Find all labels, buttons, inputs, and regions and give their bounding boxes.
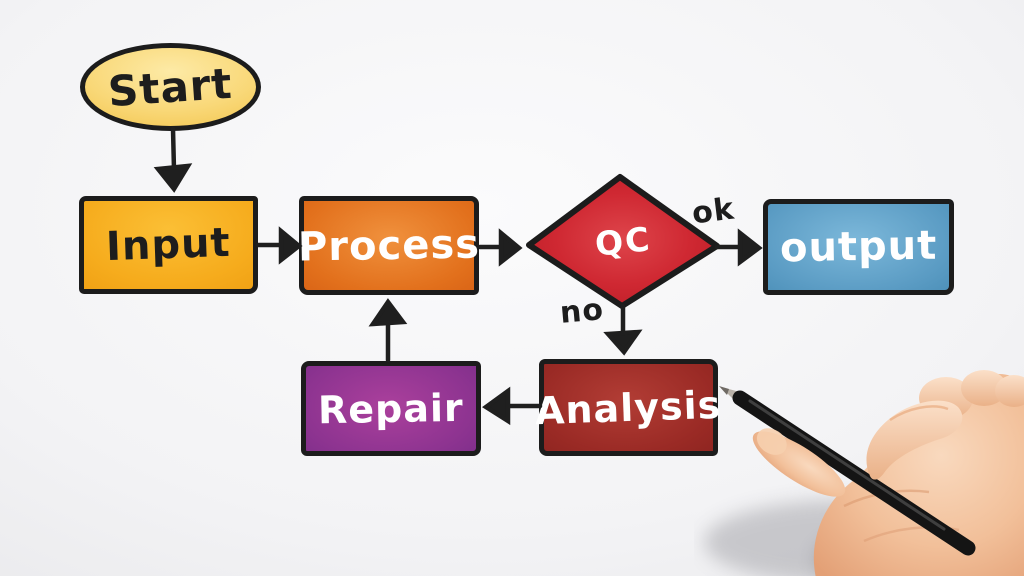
index-finger [866, 400, 963, 480]
hand-pen-illustration [704, 370, 1024, 576]
node-analysis: Analysis [535, 359, 722, 456]
node-qc-decision: QC [525, 173, 721, 310]
node-start: Start [80, 43, 261, 131]
arrowhead-down-icon [153, 163, 193, 193]
hand-holding-pen [694, 346, 1024, 576]
arrowhead-down-icon [603, 329, 643, 356]
pen [719, 386, 976, 556]
node-process-label: Process [297, 220, 481, 271]
node-output-label: output [779, 222, 938, 272]
node-qc-label: QC [592, 219, 654, 264]
node-repair: Repair [301, 361, 481, 456]
edge-qc-output [714, 228, 763, 267]
node-output: output [763, 199, 954, 295]
arrowhead-right-icon [498, 228, 523, 267]
node-repair-label: Repair [317, 385, 465, 432]
edge-label-ok: ok [690, 191, 737, 232]
edge-analysis-repair [482, 386, 543, 426]
edge-process-qc [477, 228, 523, 267]
pen-tip [721, 387, 744, 405]
node-process: Process [297, 196, 481, 295]
node-input: Input [79, 196, 258, 294]
arrowhead-right-icon [737, 228, 763, 267]
arrowhead-right-icon [278, 226, 303, 265]
hand-shadow [704, 500, 1024, 576]
arrowhead-up-icon [368, 298, 408, 327]
edge-qc-analysis [603, 303, 643, 356]
hand-palm [813, 370, 1024, 576]
thumb [752, 428, 846, 497]
arrowhead-left-icon [482, 386, 511, 426]
edge-repair-process [368, 298, 408, 363]
node-start-label: Start [106, 58, 235, 116]
edge-label-no: no [558, 292, 606, 331]
edge-input-process [255, 226, 303, 265]
edge-start-input [153, 126, 193, 193]
node-input-label: Input [105, 219, 232, 271]
